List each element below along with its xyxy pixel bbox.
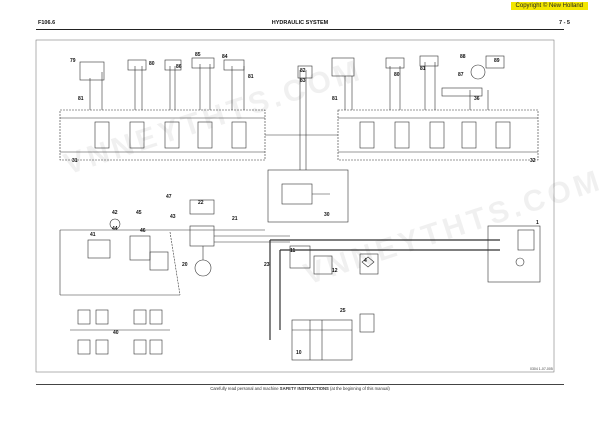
callout-32: 32 [530, 158, 536, 164]
page-title: HYDRAULIC SYSTEM [271, 20, 329, 26]
callout-47: 47 [166, 194, 172, 200]
callout-10: 10 [296, 350, 302, 356]
callout-89: 89 [494, 58, 500, 64]
callout-86: 86 [176, 64, 182, 70]
callout-42: 42 [112, 210, 118, 216]
callout-84: 84 [222, 54, 228, 60]
callout-25: 25 [340, 308, 346, 314]
drawing-code: 0304 1-07-005 [530, 367, 553, 371]
callout-40: 40 [113, 330, 119, 336]
callout-21: 21 [232, 216, 238, 222]
footer-prefix: Carefully read personal and machine [210, 386, 280, 391]
callout-23: 23 [264, 262, 270, 268]
callout-82: 82 [300, 68, 306, 74]
callout-81-b: 81 [248, 74, 254, 80]
page-number: 7 - 5 [558, 20, 570, 26]
callout-41: 41 [90, 232, 96, 238]
footer-emphasis: SAFETY INSTRUCTIONS [279, 386, 329, 391]
copyright-badge: Copyright © New Holland [510, 2, 588, 10]
footer-suffix: (at the beginning of this manual) [328, 386, 390, 391]
callout-11: 11 [290, 248, 296, 254]
callout-36: 36 [474, 96, 480, 102]
footer-divider [36, 384, 564, 385]
callout-83: 83 [300, 78, 306, 84]
callout-43: 43 [170, 214, 176, 220]
callout-45: 45 [136, 210, 142, 216]
callout-81-a: 81 [78, 96, 84, 102]
callout-81-d: 81 [420, 66, 426, 72]
callout-22: 22 [198, 200, 204, 206]
callout-79: 79 [70, 58, 76, 64]
callout-12: 12 [332, 268, 338, 274]
footer-note: Carefully read personal and machine SAFE… [0, 386, 600, 391]
callout-81-c: 81 [332, 96, 338, 102]
callout-85: 85 [195, 52, 201, 58]
callout-88: 88 [460, 54, 466, 60]
callout-4: 4 [364, 258, 367, 264]
callout-87: 87 [458, 72, 464, 78]
callout-31: 31 [72, 158, 78, 164]
callout-46: 46 [140, 228, 146, 234]
header-divider [36, 29, 564, 30]
callout-20: 20 [182, 262, 188, 268]
callout-1: 1 [536, 220, 539, 226]
callout-44: 44 [112, 226, 118, 232]
model-label: F106.6 [38, 20, 56, 26]
callout-80-b: 80 [394, 72, 400, 78]
callout-80: 80 [149, 61, 155, 67]
callout-30: 30 [324, 212, 330, 218]
